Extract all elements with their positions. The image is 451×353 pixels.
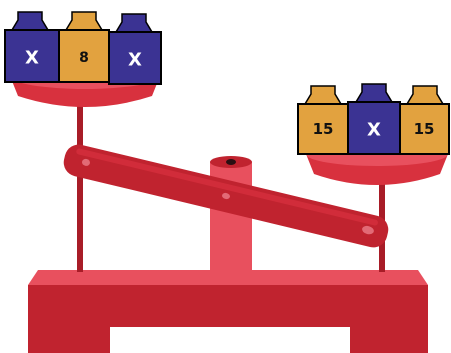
weight-right-3[interactable]: 15 bbox=[400, 86, 449, 154]
left-pan-rod bbox=[77, 92, 83, 272]
weight-left-3-knob bbox=[116, 14, 152, 32]
weight-right-2[interactable]: X bbox=[348, 84, 400, 154]
weight-left-2-label: 8 bbox=[79, 50, 89, 66]
weight-right-1[interactable]: 15 bbox=[298, 86, 348, 154]
weight-right-2-label: X bbox=[367, 120, 381, 141]
weight-left-1-label: X bbox=[25, 48, 39, 69]
weight-left-1-knob bbox=[12, 12, 48, 30]
weight-right-3-label: 15 bbox=[414, 120, 435, 138]
weight-right-1-label: 15 bbox=[313, 120, 334, 138]
right-weights: 15 X 15 bbox=[298, 84, 449, 154]
base-left-foot bbox=[28, 327, 110, 353]
left-weights: X 8 X bbox=[5, 12, 161, 84]
base-right-foot bbox=[350, 327, 428, 353]
weight-right-1-knob bbox=[305, 86, 341, 104]
base-body bbox=[28, 285, 428, 327]
weight-left-2-knob bbox=[66, 12, 102, 30]
weight-left-3[interactable]: X bbox=[109, 14, 161, 84]
base-top bbox=[28, 270, 428, 285]
weight-right-3-knob bbox=[407, 86, 443, 104]
weight-left-1[interactable]: X bbox=[5, 12, 59, 82]
weight-left-2[interactable]: 8 bbox=[59, 12, 109, 82]
scale-base bbox=[28, 270, 428, 353]
post-pivot bbox=[226, 159, 236, 165]
weight-right-2-knob bbox=[356, 84, 392, 102]
weight-left-3-label: X bbox=[128, 50, 142, 71]
